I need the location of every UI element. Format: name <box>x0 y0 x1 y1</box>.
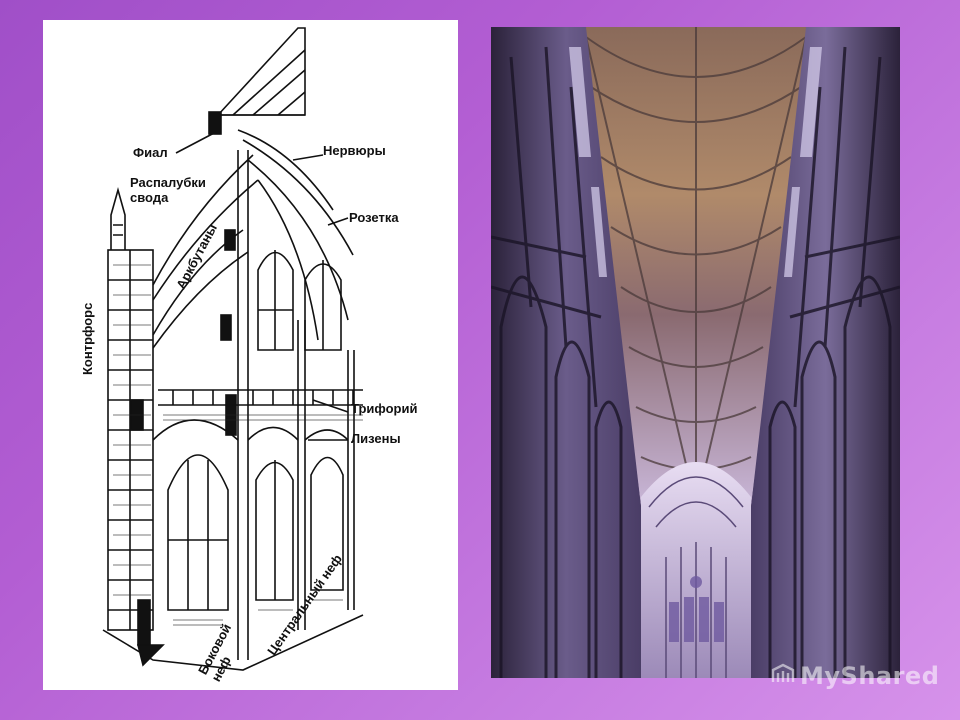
label-rozetka: Розетка <box>349 210 399 225</box>
label-nervyury: Нервюры <box>323 143 386 158</box>
myshared-logo-icon <box>771 663 795 682</box>
label-raspalubki-text: Распалубки свода <box>130 175 206 205</box>
label-fial: Фиал <box>133 145 168 160</box>
cathedral-photo <box>491 27 900 678</box>
nave-image <box>491 27 900 678</box>
label-triforiy: Трифорий <box>351 401 418 416</box>
diagram-drawing <box>102 27 364 671</box>
cathedral-diagram: Фиал Распалубки свода Нервюры Розетка Ар… <box>43 20 458 690</box>
watermark-label: MyShared <box>800 662 940 690</box>
watermark-text: MyShared <box>800 662 939 690</box>
label-raspalubki: Распалубки свода <box>130 175 206 205</box>
label-lizeny: Лизены <box>351 431 401 446</box>
label-kontrfors: Контрфорс <box>80 302 95 375</box>
